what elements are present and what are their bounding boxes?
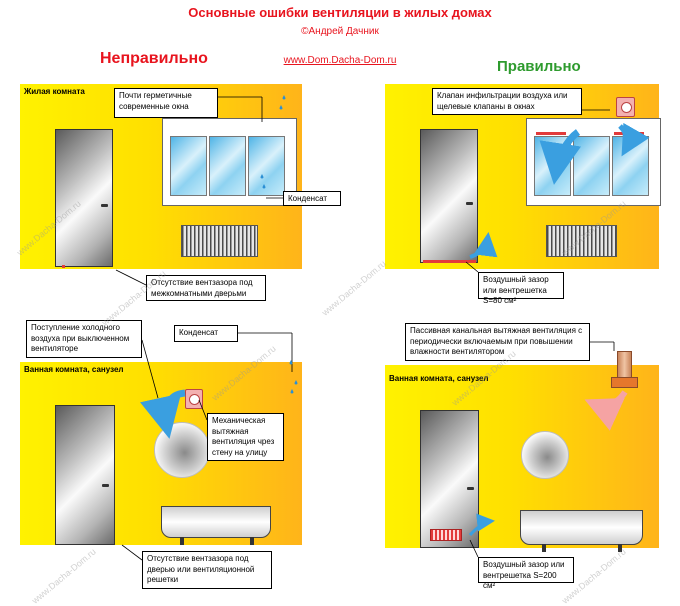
window-sealed — [162, 118, 297, 206]
condensate-callout: Конденсат — [283, 191, 341, 206]
condensate-drops — [260, 95, 286, 189]
door-flow-arrow-icon — [469, 232, 498, 259]
bathtub-foot — [180, 537, 184, 545]
inflow-arrow-icon — [618, 122, 650, 157]
bathtub — [520, 510, 643, 545]
bathtub-foot — [250, 537, 254, 545]
air-gap-80-callout: Воздушный зазор или вентрешетка S=80 см² — [478, 272, 564, 305]
window-pane — [248, 136, 285, 196]
leader-line — [121, 544, 143, 561]
window-pane — [209, 136, 246, 196]
leader-line — [465, 261, 479, 273]
window-pane — [170, 136, 207, 196]
no-bath-door-gap-callout: Отсутствие вентзазора под дверью или вен… — [142, 551, 272, 589]
leader-line — [115, 269, 147, 286]
wall-infiltration-valve — [616, 97, 635, 117]
door — [55, 129, 113, 267]
door-air-gap — [423, 260, 476, 263]
condensate-callout: Конденсат — [174, 325, 238, 342]
cold-air-arrow-icon — [140, 389, 186, 439]
condensate-drops — [289, 360, 298, 394]
infiltration-valve-callout: Клапан инфильтрации воздуха или щелевые … — [432, 88, 582, 115]
door — [420, 410, 479, 548]
leader-line — [141, 339, 159, 399]
leader-line — [198, 399, 208, 421]
leader-line — [469, 539, 479, 558]
radiator — [546, 225, 617, 257]
living-room-right-panel — [385, 84, 661, 269]
door — [420, 129, 478, 263]
bathtub-foot — [618, 544, 622, 552]
inflow-arrow-icon — [539, 129, 582, 185]
author-credit: ©Андрей Дачник — [301, 26, 379, 37]
right-heading: Правильно — [497, 58, 581, 75]
warm-air-arrow-icon — [584, 390, 628, 431]
door-handle — [101, 204, 108, 207]
room-label: Жилая комната — [24, 87, 85, 96]
round-mirror — [521, 431, 569, 479]
radiator — [181, 225, 258, 257]
wrong-heading: Неправильно — [100, 50, 208, 67]
air-gap-200-callout: Воздушный зазор или вентрешетка S=200 см… — [478, 557, 574, 590]
room-label: Ванная комната, санузел — [389, 374, 489, 383]
door-handle — [466, 202, 473, 205]
sealed-windows-callout: Почти герметичные современные окна — [114, 88, 218, 118]
bathtub — [161, 506, 271, 538]
bathtub-foot — [542, 544, 546, 552]
room-label: Ванная комната, санузел — [24, 365, 124, 374]
window-slot-valve — [536, 132, 566, 135]
door-handle — [102, 484, 109, 487]
passive-ventilation-callout: Пассивная канальная вытяжная вентиляция … — [405, 323, 590, 361]
bath-door-flow-arrow-icon — [468, 513, 495, 537]
valve-grille — [621, 102, 632, 113]
mechanical-fan-callout: Механическая вытяжная вентиляция чрез ст… — [207, 413, 284, 461]
exhaust-fan-box — [185, 389, 203, 409]
bath-door-grille — [430, 529, 462, 541]
exhaust-fan-unit — [611, 377, 638, 388]
page-title: Основные ошибки вентиляции в жилых домах — [188, 5, 492, 20]
living-room-wrong-panel: Жилая комната — [20, 84, 302, 269]
fan-grille — [189, 394, 200, 405]
door — [55, 405, 115, 545]
door-gap-closed — [62, 265, 65, 268]
door-handle — [467, 487, 474, 490]
website-link[interactable]: www.Dom.Dacha-Dom.ru — [283, 55, 397, 66]
no-door-gap-callout: Отсутствие вентзазора под межкомнатными … — [146, 275, 266, 301]
bathroom-right-panel: Ванная комната, санузел — [385, 351, 659, 552]
cold-air-callout: Поступление холодного воздуха при выключ… — [26, 320, 142, 358]
